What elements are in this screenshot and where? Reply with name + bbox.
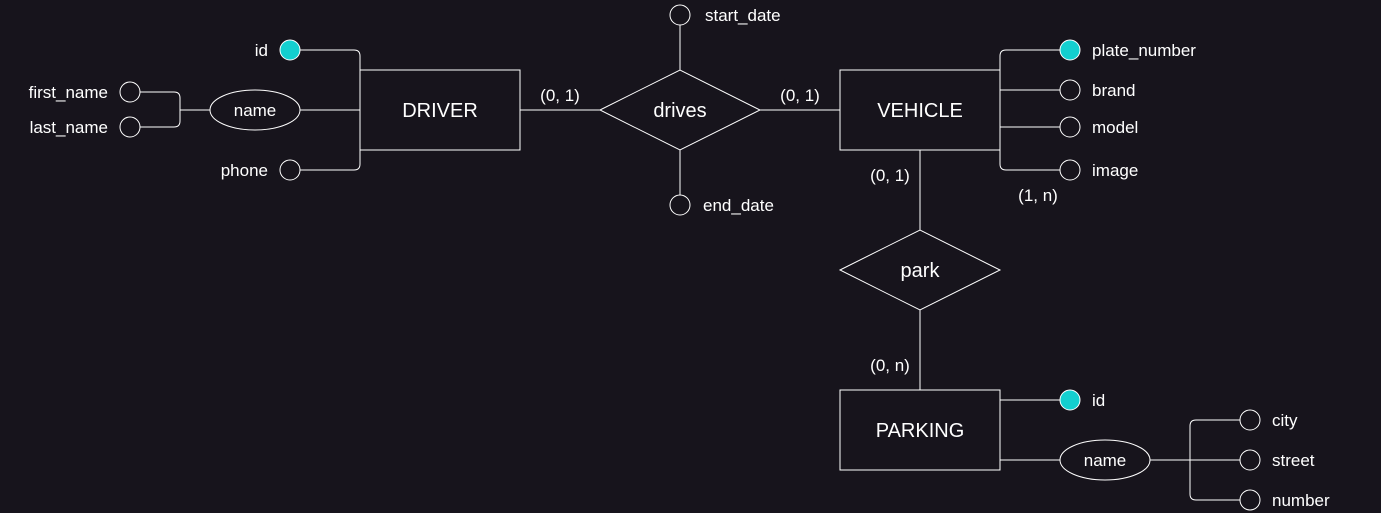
line-driver-last-name <box>140 110 181 128</box>
key-attribute-vehicle-plate-number-marker[interactable] <box>1059 39 1081 61</box>
entity-driver-label: DRIVER <box>402 100 478 122</box>
entity-driver[interactable]: DRIVER <box>359 69 521 151</box>
entity-parking[interactable]: PARKING <box>839 389 1001 471</box>
relationship-park-label: park <box>901 260 941 282</box>
relationship-park[interactable]: park <box>838 229 1002 311</box>
attribute-drives-start-date-label: start_date <box>705 6 781 25</box>
attribute-driver-phone-label: phone <box>221 161 268 180</box>
cardinality-vehicle-image: (1, n) <box>1018 186 1058 205</box>
attribute-vehicle-model-label: model <box>1092 118 1138 137</box>
attribute-parking-street-label: street <box>1272 451 1315 470</box>
attribute-circles <box>119 4 1261 511</box>
attribute-parking-city-label: city <box>1272 411 1298 430</box>
cardinality-driver-drives: (0, 1) <box>540 86 580 105</box>
attribute-vehicle-plate-number-label: plate_number <box>1092 41 1196 60</box>
line-vehicle-plate-number <box>999 49 1060 70</box>
attribute-vehicle-model-marker[interactable] <box>1059 116 1081 138</box>
attribute-driver-last-name-label: last_name <box>30 118 108 137</box>
composite-attribute-driver-name[interactable]: name <box>209 89 301 131</box>
entity-parking-label: PARKING <box>876 420 965 442</box>
line-vehicle-image <box>999 150 1060 171</box>
attribute-driver-phone-marker[interactable] <box>279 159 301 181</box>
attribute-parking-city-marker[interactable] <box>1239 409 1261 431</box>
attribute-parking-street-marker[interactable] <box>1239 449 1261 471</box>
connector-lines <box>140 25 1240 501</box>
composite-attribute-parking-name-label: name <box>1084 451 1127 470</box>
attribute-labels: id phone first_name last_name start_date… <box>29 6 1330 510</box>
line-driver-first-name <box>140 91 181 110</box>
key-attribute-driver-id-marker[interactable] <box>279 39 301 61</box>
cardinality-labels: (0, 1) (0, 1) (0, 1) (0, n) (1, n) <box>540 86 1058 375</box>
key-attribute-parking-id-marker[interactable] <box>1059 389 1081 411</box>
attribute-drives-end-date-marker[interactable] <box>669 194 691 216</box>
entity-vehicle[interactable]: VEHICLE <box>839 69 1001 151</box>
relationship-drives[interactable]: drives <box>598 69 762 151</box>
attribute-drives-end-date-label: end_date <box>703 196 774 215</box>
line-driver-phone <box>300 150 361 171</box>
attribute-vehicle-image-marker[interactable] <box>1059 159 1081 181</box>
cardinality-vehicle-drives: (0, 1) <box>780 86 820 105</box>
composite-attribute-parking-name[interactable]: name <box>1059 439 1151 481</box>
composite-attribute-driver-name-label: name <box>234 101 277 120</box>
line-driver-id <box>300 49 361 70</box>
relationship-drives-label: drives <box>653 100 706 122</box>
attribute-vehicle-brand-label: brand <box>1092 81 1135 100</box>
attribute-vehicle-image-label: image <box>1092 161 1138 180</box>
attribute-driver-last-name-marker[interactable] <box>119 116 141 138</box>
cardinality-vehicle-park: (0, 1) <box>870 166 910 185</box>
attribute-parking-id-label: id <box>1092 391 1105 410</box>
attribute-parking-number-label: number <box>1272 491 1330 510</box>
attribute-drives-start-date-marker[interactable] <box>669 4 691 26</box>
attribute-vehicle-brand-marker[interactable] <box>1059 79 1081 101</box>
attribute-parking-number-marker[interactable] <box>1239 489 1261 511</box>
cardinality-parking-park: (0, n) <box>870 356 910 375</box>
attribute-driver-first-name-marker[interactable] <box>119 81 141 103</box>
attribute-driver-first-name-label: first_name <box>29 83 108 102</box>
entity-vehicle-label: VEHICLE <box>877 100 963 122</box>
attribute-driver-id-label: id <box>255 41 268 60</box>
